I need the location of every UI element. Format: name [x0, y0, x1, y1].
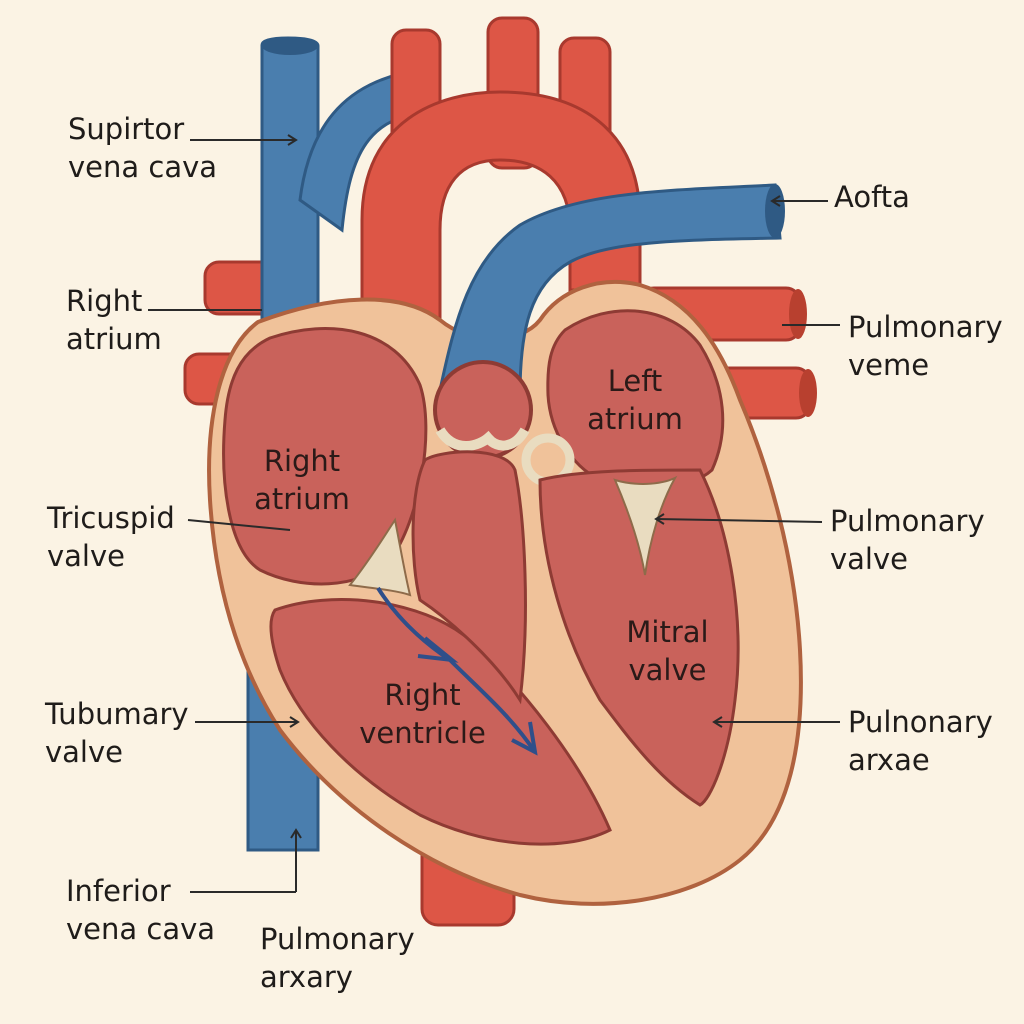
chamber-label-right-atrium: Right atrium [240, 442, 364, 518]
label-pulmonary-arxary: Pulmonary arxary [260, 920, 415, 996]
chamber-label-right-atrium-line1: Right [263, 444, 341, 478]
septum-region [411, 450, 527, 705]
label-pulnonary-arxae-line1: Pulnonary [848, 705, 993, 739]
label-pulmonary-valve: Pulmonary valve [830, 502, 985, 578]
label-pulmonary-veme-line1: Pulmonary [848, 310, 1003, 344]
chamber-label-right-ventricle: Right ventricle [350, 676, 495, 752]
label-pulmonary-valve-line2: valve [830, 542, 908, 576]
label-pulmonary-arxary-line2: arxary [260, 960, 353, 994]
chamber-label-right-ventricle-line1: Right [384, 678, 461, 712]
leader-lines [148, 134, 840, 893]
label-tricuspid-valve-line1: Tricuspid [47, 501, 175, 535]
label-inferior-vena-cava-line2: vena cava [66, 912, 216, 946]
chamber-label-mitral-valve-line1: Mitral [626, 615, 709, 649]
label-pulnonary-arxae-line2: arxae [848, 743, 930, 777]
label-pulnonary-arxae: Pulnonary arxae [848, 703, 993, 779]
label-tubumary-valve-line1: Tubumary [45, 697, 189, 731]
right-ventricle-chamber [269, 598, 612, 846]
label-inferior-vena-cava: Inferior vena cava [66, 872, 215, 948]
chamber-label-left-atrium-line1: Left [607, 364, 663, 398]
right-atrium-chamber [222, 327, 428, 586]
label-right-atrium-outer-line1: Right [66, 284, 143, 318]
tricuspid-valve-leaflets [348, 517, 412, 597]
label-right-atrium-outer: Right atrium [66, 282, 162, 358]
label-pulmonary-veme-line2: veme [848, 348, 930, 382]
chamber-label-mitral-valve-line2: valve [628, 653, 707, 687]
label-tricuspid-valve: Tricuspid valve [47, 499, 175, 575]
label-pulmonary-veme: Pulmonary veme [848, 308, 1003, 384]
label-superior-vena-cava-line2: vena cava [68, 150, 218, 184]
label-aorta-line1: Aofta [834, 180, 910, 214]
label-right-atrium-outer-line2: atrium [66, 322, 162, 356]
pulmonary-trunk-opening [765, 184, 785, 238]
label-inferior-vena-cava-line1: Inferior [66, 874, 171, 908]
label-tricuspid-valve-line2: valve [47, 539, 125, 573]
label-superior-vena-cava: Supirtor vena cava [68, 110, 217, 186]
mitral-valve-leaflets [613, 475, 678, 576]
chamber-label-right-atrium-line2: atrium [254, 482, 350, 516]
chamber-label-left-atrium: Left atrium [575, 362, 695, 438]
chamber-label-right-ventricle-line2: ventricle [359, 716, 486, 750]
aortic-arch [360, 16, 642, 382]
label-pulmonary-valve-line1: Pulmonary [830, 504, 985, 538]
label-tubumary-valve: Tubumary valve [45, 695, 189, 771]
chamber-label-mitral-valve: Mitral valve [610, 613, 725, 689]
chamber-label-left-atrium-line2: atrium [587, 402, 683, 436]
label-superior-vena-cava-line1: Supirtor [68, 112, 185, 146]
blood-flow-arrow [376, 586, 538, 756]
label-tubumary-valve-line2: valve [45, 735, 123, 769]
label-pulmonary-arxary-line1: Pulmonary [260, 922, 415, 956]
left-ventricle-chamber [538, 468, 740, 807]
label-aorta: Aofta [834, 178, 910, 216]
aortic-valve-cusps [435, 427, 530, 451]
